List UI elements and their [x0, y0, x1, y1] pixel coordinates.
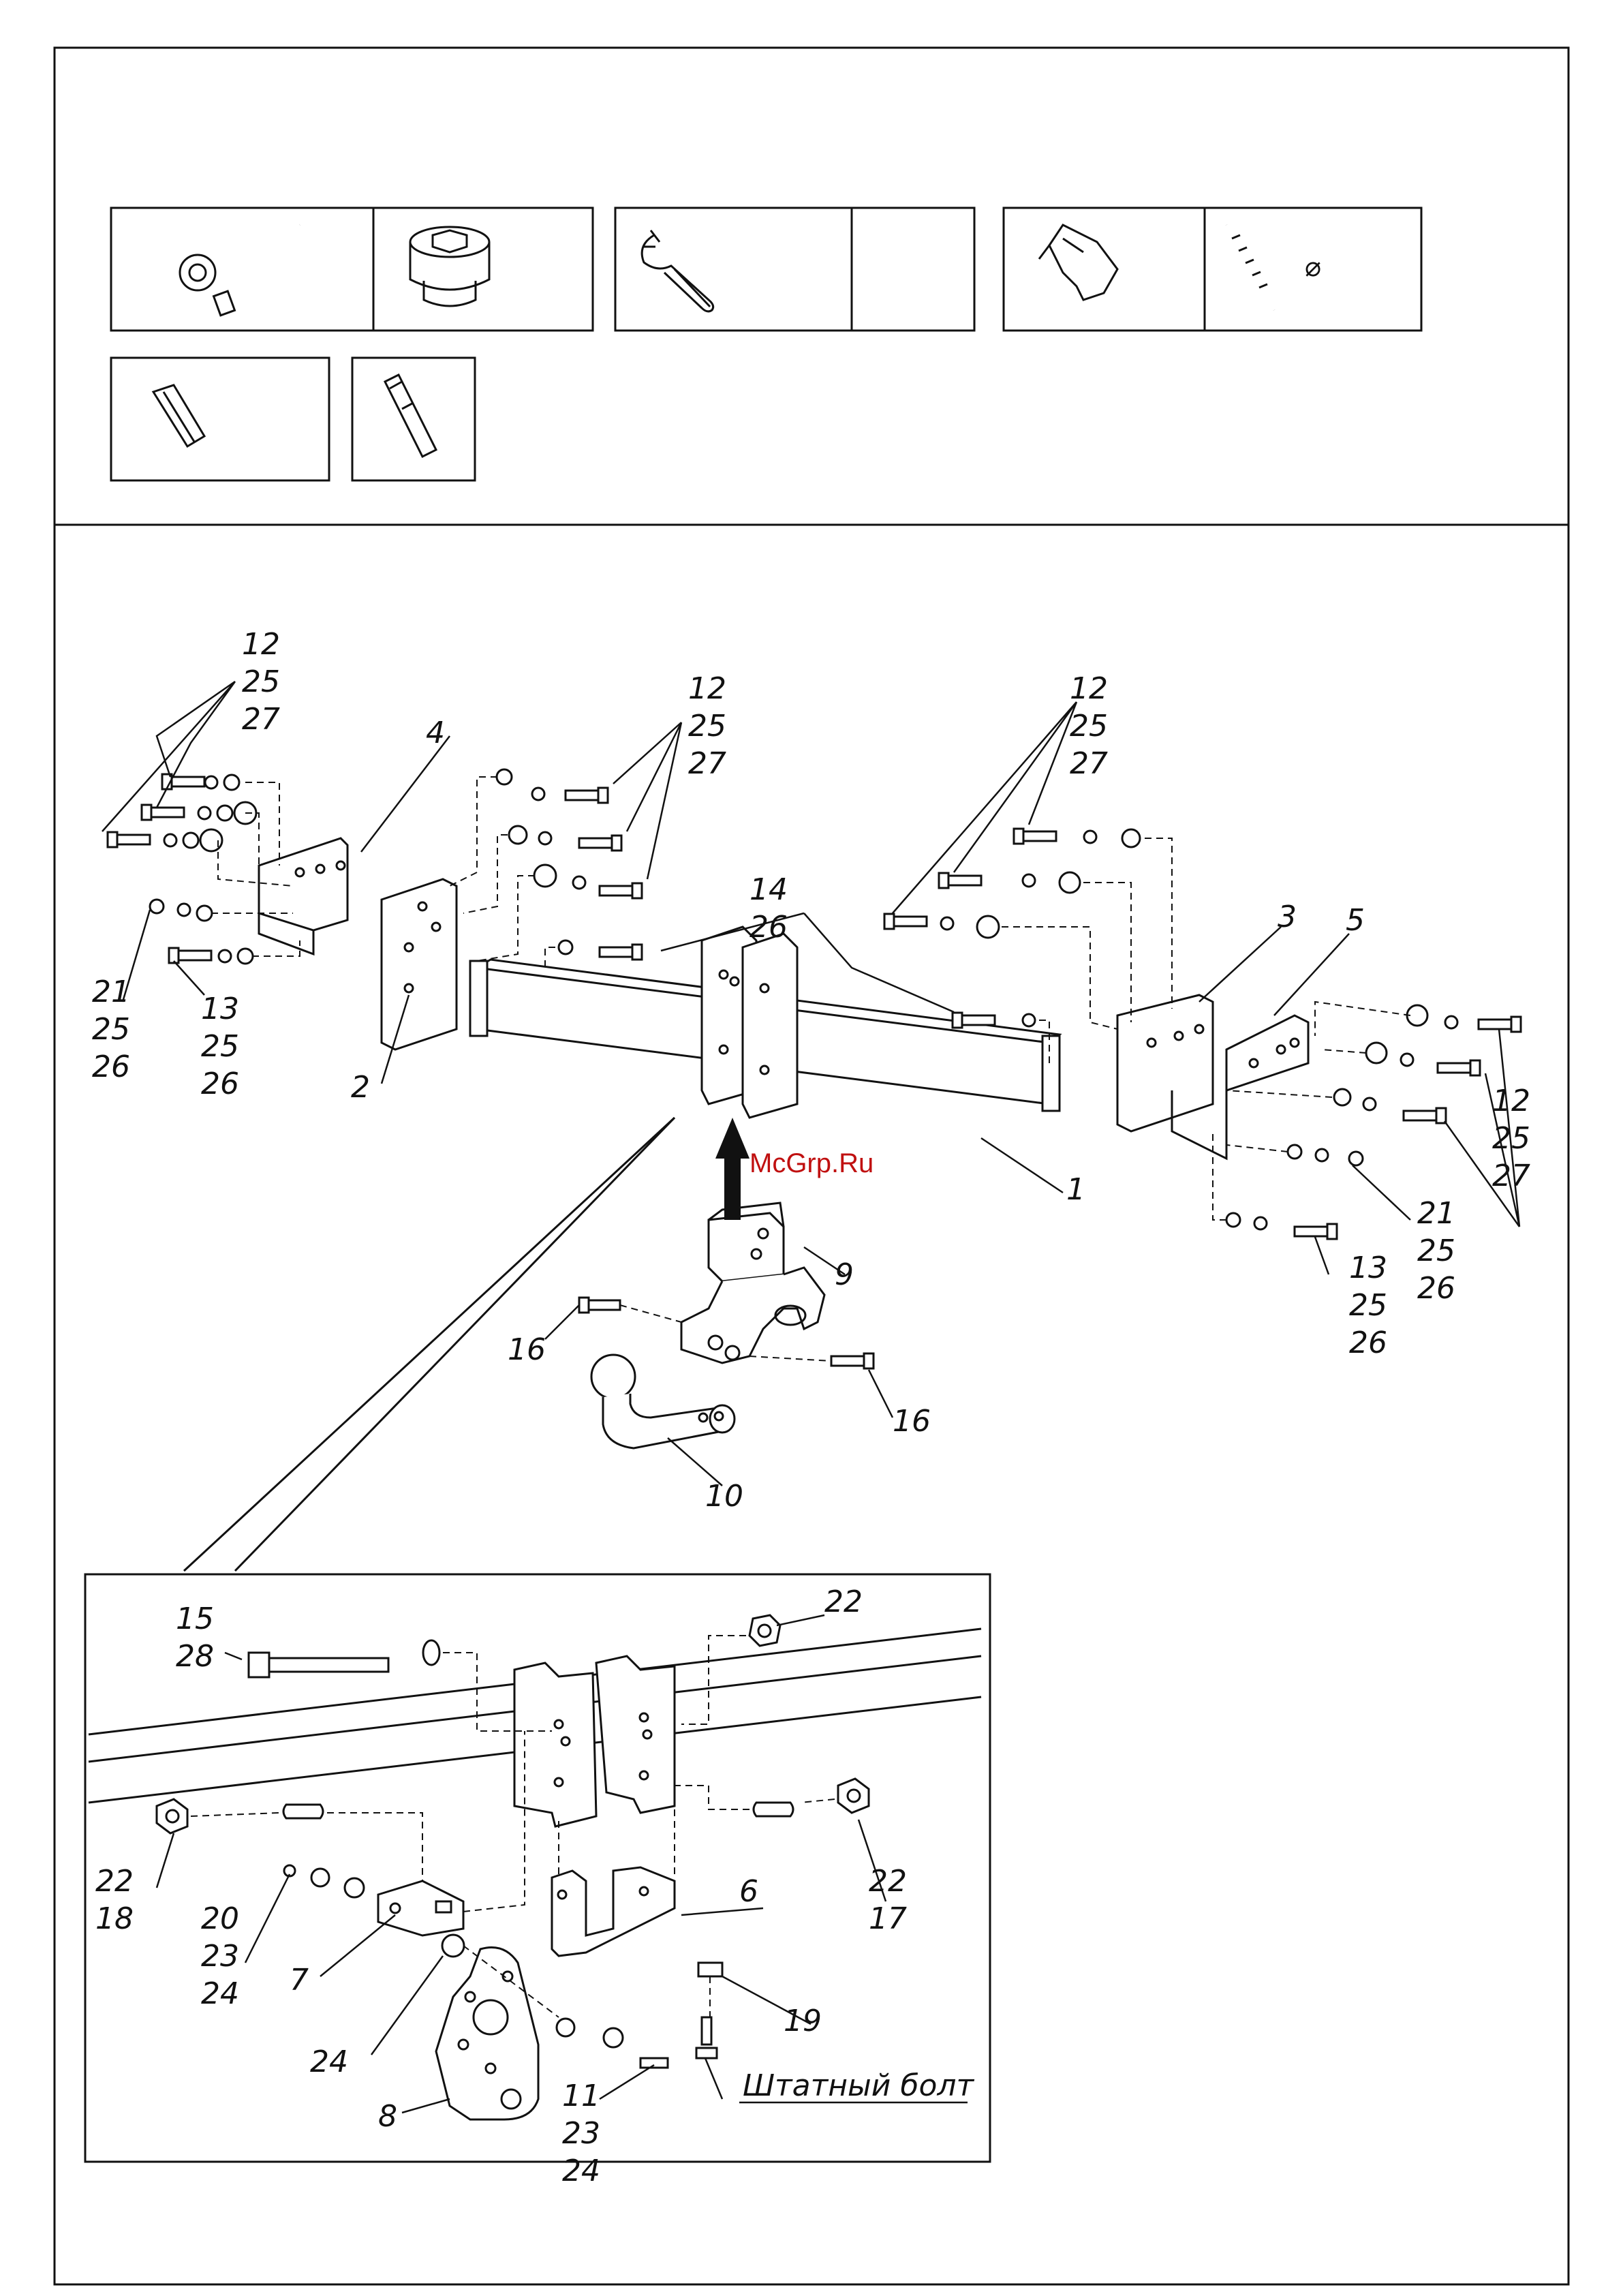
power-drill-icon: [1039, 225, 1117, 300]
label-16-a: 16: [508, 1332, 546, 1367]
centre-left-fasteners: [450, 769, 642, 968]
label-10: 10: [705, 1479, 743, 1514]
leader-lines: [102, 682, 1519, 1486]
ratchet-wrench-icon: [180, 225, 300, 316]
label-9: 9: [835, 1257, 854, 1292]
utility-knife-icon: [385, 375, 436, 457]
tools-panel: ⌀: [111, 208, 1421, 480]
hitch-housing: [681, 1203, 824, 1363]
label-5: 5: [1346, 903, 1365, 938]
hex-bit-icon: [153, 385, 204, 446]
label-16-b: 16: [893, 1404, 931, 1439]
label-1: 1: [1066, 1172, 1085, 1207]
label-24: 24: [310, 2045, 348, 2079]
label-7: 7: [290, 1963, 309, 1997]
left-brackets: [259, 838, 457, 1050]
diameter-symbol: ⌀: [1305, 251, 1321, 283]
label-8: 8: [378, 2099, 397, 2134]
socket-head-icon: [410, 227, 489, 306]
label-2: 2: [351, 1070, 370, 1105]
watermark: McGrp.Ru: [749, 1148, 874, 1178]
label-6: 6: [739, 1874, 758, 1909]
tow-ball: [591, 1355, 735, 1448]
insert-arrow: [715, 1118, 749, 1220]
open-end-wrench-icon: [642, 230, 713, 311]
label-22-a: 22: [824, 1585, 863, 1619]
label-3: 3: [1278, 900, 1297, 934]
label-19: 19: [784, 2004, 822, 2038]
center-plates: [702, 927, 797, 1118]
label-4: 4: [426, 716, 445, 750]
drill-bit-icon: ⌀: [1226, 225, 1321, 310]
oem-bolt-label: Штатный болт: [743, 2068, 975, 2103]
